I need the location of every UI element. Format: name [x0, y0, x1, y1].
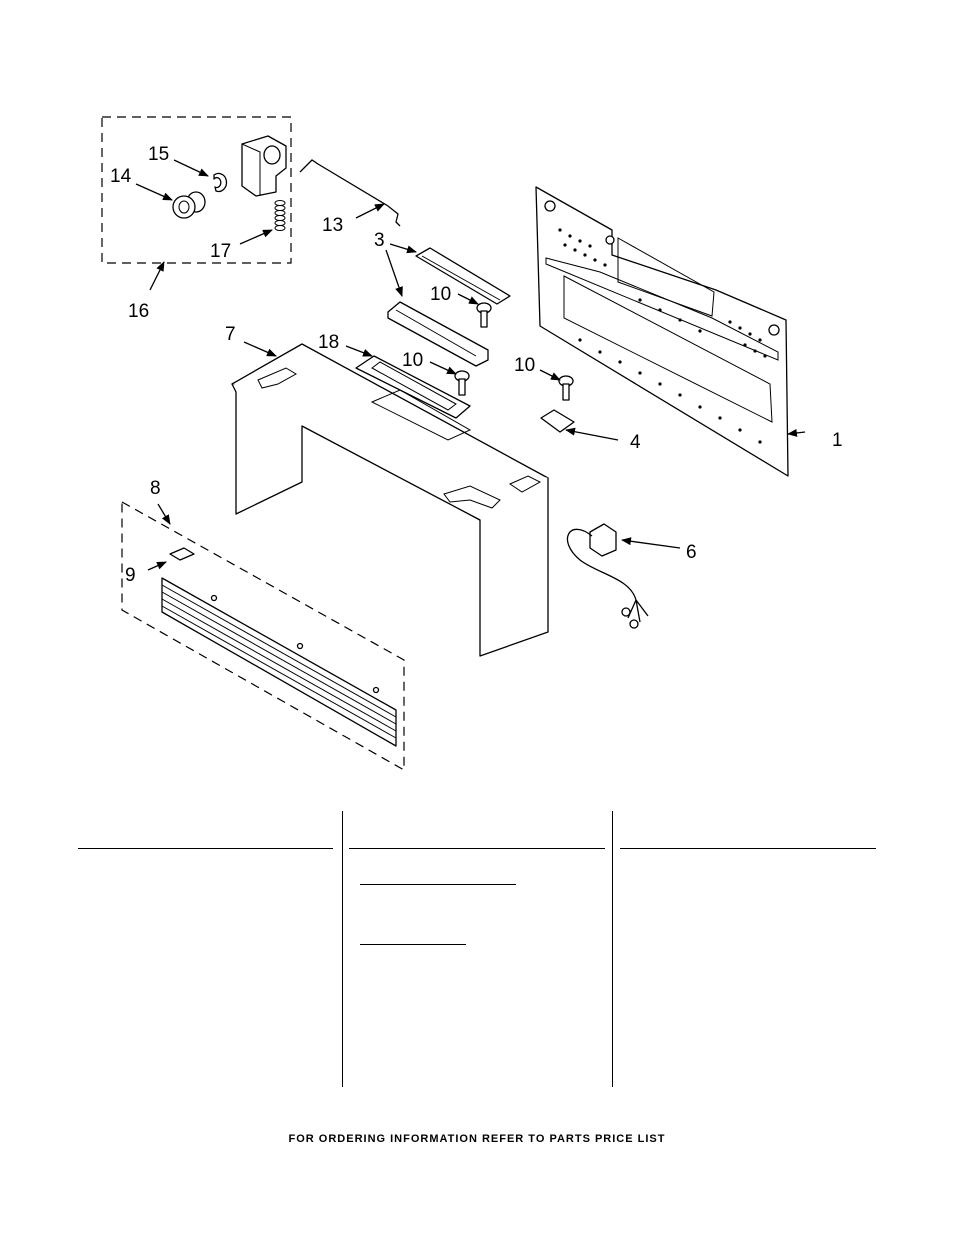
callout-16: 16 [128, 301, 149, 322]
callout-6: 6 [686, 542, 697, 563]
callout-1: 1 [832, 430, 843, 451]
latch-bracket [241, 135, 287, 197]
callout-10-a: 10 [430, 284, 451, 305]
part-3-lower-channel [387, 301, 489, 367]
part-13-wire [299, 159, 401, 227]
part-17-spring [274, 200, 286, 231]
leader-arrows [135, 159, 806, 571]
screw-10-c [558, 375, 574, 401]
part-3-upper-channel [415, 247, 511, 305]
part-15-clip [213, 172, 228, 193]
part-14-latch-button [172, 191, 206, 219]
kit-16-dashed-box [101, 116, 292, 264]
callout-17: 17 [210, 241, 231, 262]
column-3-header-rule [620, 848, 876, 849]
callout-3: 3 [374, 230, 385, 251]
part-7-housing [231, 343, 549, 657]
part-4-bracket [540, 409, 575, 433]
part-1-mounting-plate [535, 186, 789, 477]
column-divider-1 [342, 811, 343, 1087]
column-2-underline-1 [360, 884, 516, 885]
part-18-plate [355, 355, 471, 419]
exploded-parts-diagram: 1 3 4 6 7 8 9 10 10 10 13 14 15 16 17 18 [101, 116, 843, 772]
grille [161, 577, 397, 747]
column-divider-2 [612, 811, 613, 1087]
callout-10-c: 10 [514, 355, 535, 376]
kit-8-dashed-box [121, 500, 405, 772]
callout-14: 14 [110, 166, 132, 187]
part-9-label [169, 547, 195, 561]
callout-10-b: 10 [402, 350, 423, 371]
screw-10-b [454, 370, 470, 396]
callout-4: 4 [630, 432, 641, 453]
callout-9: 9 [125, 565, 136, 586]
callout-15: 15 [148, 144, 169, 165]
column-2-header-rule [349, 848, 605, 849]
callout-18: 18 [318, 332, 339, 353]
part-6-wire-harness [566, 523, 649, 629]
footer-ordering-note: FOR ORDERING INFORMATION REFER TO PARTS … [288, 1133, 666, 1145]
callout-13: 13 [322, 215, 343, 236]
screw-10-a [476, 302, 492, 328]
callout-7: 7 [225, 324, 236, 345]
column-1-header-rule [78, 848, 333, 849]
column-2-underline-2 [360, 944, 466, 945]
callout-8: 8 [150, 478, 161, 499]
